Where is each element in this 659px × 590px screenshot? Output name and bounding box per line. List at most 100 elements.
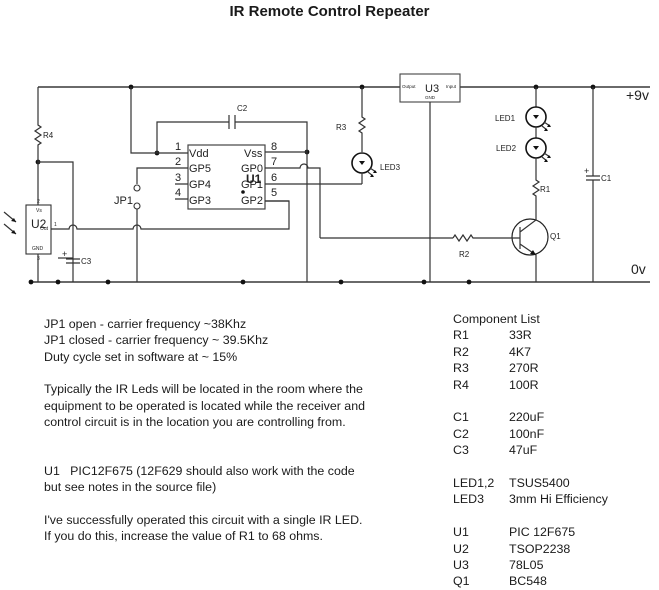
- u2-vs-label: Vs: [36, 208, 42, 214]
- u2-label: U2: [31, 217, 47, 231]
- u1-pin-name: GP1: [241, 179, 263, 191]
- component-ref: Q1: [453, 574, 470, 589]
- note-line: JP1 closed - carrier frequency ~ 39.5Khz: [44, 333, 269, 348]
- r3-resistor: [357, 87, 367, 152]
- component-row: LED1,2 TSUS5400: [453, 475, 608, 491]
- u1-pin-number: 2: [175, 156, 181, 168]
- u1-pin-name: GP5: [189, 163, 211, 175]
- note-paragraph: I've successfully operated this circuit …: [44, 512, 365, 545]
- vdd-wire: [130, 87, 175, 154]
- component-value: BC548: [509, 574, 547, 589]
- u2-gnd-label: GND: [32, 246, 44, 252]
- c2-label: C2: [237, 104, 248, 113]
- u1-pin-name: GP0: [241, 163, 263, 175]
- u1-label: U1: [246, 172, 262, 186]
- note-line: Typically the IR Leds will be located in…: [44, 382, 363, 397]
- led1-label: LED1: [495, 114, 516, 123]
- jp1-label: JP1: [114, 195, 133, 207]
- u1-pin-number: 5: [271, 187, 277, 199]
- component-row: Q1 BC548: [453, 573, 608, 589]
- component-value: TSOP2238: [509, 541, 571, 556]
- component-value: 47uF: [509, 443, 538, 458]
- component-row: C3 47uF: [453, 442, 608, 458]
- component-value: 100R: [509, 377, 539, 392]
- component-value: 4K7: [509, 344, 532, 359]
- u1-pin-number: 7: [271, 156, 277, 168]
- component-value: 100nF: [509, 426, 545, 441]
- c1-plus: +: [584, 166, 589, 176]
- u1-pin-name: Vdd: [189, 148, 209, 160]
- note-paragraph: Typically the IR Leds will be located in…: [44, 381, 365, 430]
- note-paragraph: U1 PIC12F675 (12F629 should also work wi…: [44, 446, 365, 495]
- led3-label: LED3: [380, 163, 401, 172]
- note-line: equipment to be operated is located whil…: [44, 398, 365, 413]
- component-value: 270R: [509, 361, 539, 376]
- led1-ir: [525, 87, 551, 131]
- u2-pin-out-number: 1: [54, 222, 57, 228]
- component-ref: LED1,2: [453, 476, 495, 491]
- c3-symbol: [66, 258, 80, 264]
- r2-resistor: [452, 233, 507, 243]
- u1-pin-name: GP3: [189, 195, 211, 207]
- u3-gnd-label: GND: [425, 95, 436, 100]
- notes-block: JP1 open - carrier frequency ~38Khz JP1 …: [44, 316, 365, 560]
- ir-light-arrows-icon: [3, 211, 17, 235]
- u1-pin-number: 1: [175, 141, 181, 153]
- note-line: I've successfully operated this circuit …: [44, 512, 363, 527]
- u1-pin-name: GP2: [241, 195, 263, 207]
- component-row: R3 270R: [453, 360, 608, 376]
- u1-pin-number: 3: [175, 172, 181, 184]
- component-row: U3 78L05: [453, 557, 608, 573]
- r1-resistor: [531, 158, 541, 218]
- component-ref: R3: [453, 361, 469, 376]
- ground-rail-label: 0v: [631, 261, 646, 277]
- u3-regulator: [399, 73, 461, 282]
- c1-label: C1: [601, 174, 612, 183]
- q1-transistor: [507, 218, 549, 282]
- component-ref: LED3: [453, 492, 484, 507]
- u3-output-label: Output: [402, 84, 416, 89]
- component-ref: U3: [453, 558, 469, 573]
- component-ref: R2: [453, 344, 469, 359]
- note-line: Duty cycle set in software at ~ 15%: [44, 349, 238, 364]
- u1-pin-name: Vss: [244, 148, 263, 160]
- u3-label: U3: [425, 83, 439, 95]
- r2-label: R2: [459, 250, 470, 259]
- u1-pin-number: 6: [271, 172, 277, 184]
- jp1-jumper: [133, 167, 175, 282]
- r4-resistor: [33, 87, 74, 282]
- component-list-heading: Component List: [453, 312, 540, 326]
- diagram-title: IR Remote Control Repeater: [229, 3, 430, 20]
- u2-output-wire: [51, 200, 290, 230]
- led3-indicator: [351, 152, 377, 184]
- component-ref: C3: [453, 443, 469, 458]
- note-line: JP1 open - carrier frequency ~38Khz: [44, 317, 247, 331]
- led2-ir: [525, 127, 551, 162]
- component-row: R2 4K7: [453, 344, 608, 360]
- u1-pin-name: GP4: [189, 179, 211, 191]
- schematic: +9v 0v R4 + C3 2 Vs U2: [3, 73, 650, 285]
- component-row: LED3 3mm Hi Efficiency: [453, 491, 608, 507]
- u1-pin-number: 4: [175, 187, 181, 199]
- note-line: but see notes in the source file): [44, 480, 217, 495]
- c3-label: C3: [81, 257, 92, 266]
- component-ref: C1: [453, 410, 469, 425]
- component-ref: U1: [453, 525, 469, 540]
- component-value: 78L05: [509, 558, 544, 573]
- c3-plus: +: [62, 249, 67, 259]
- component-ref: C2: [453, 426, 469, 441]
- note-line: U1 PIC12F675 (12F629 should also work wi…: [44, 463, 355, 478]
- u3-input-label: Input: [446, 84, 457, 89]
- r4-label: R4: [43, 131, 54, 140]
- c1-capacitor: [586, 87, 600, 282]
- u1-pin-number: 8: [271, 141, 277, 153]
- u2-out-label: Out: [40, 226, 49, 232]
- led2-label: LED2: [496, 144, 517, 153]
- component-row: C2 100nF: [453, 426, 608, 442]
- component-value: TSUS5400: [509, 476, 570, 491]
- component-value: 3mm Hi Efficiency: [509, 492, 608, 507]
